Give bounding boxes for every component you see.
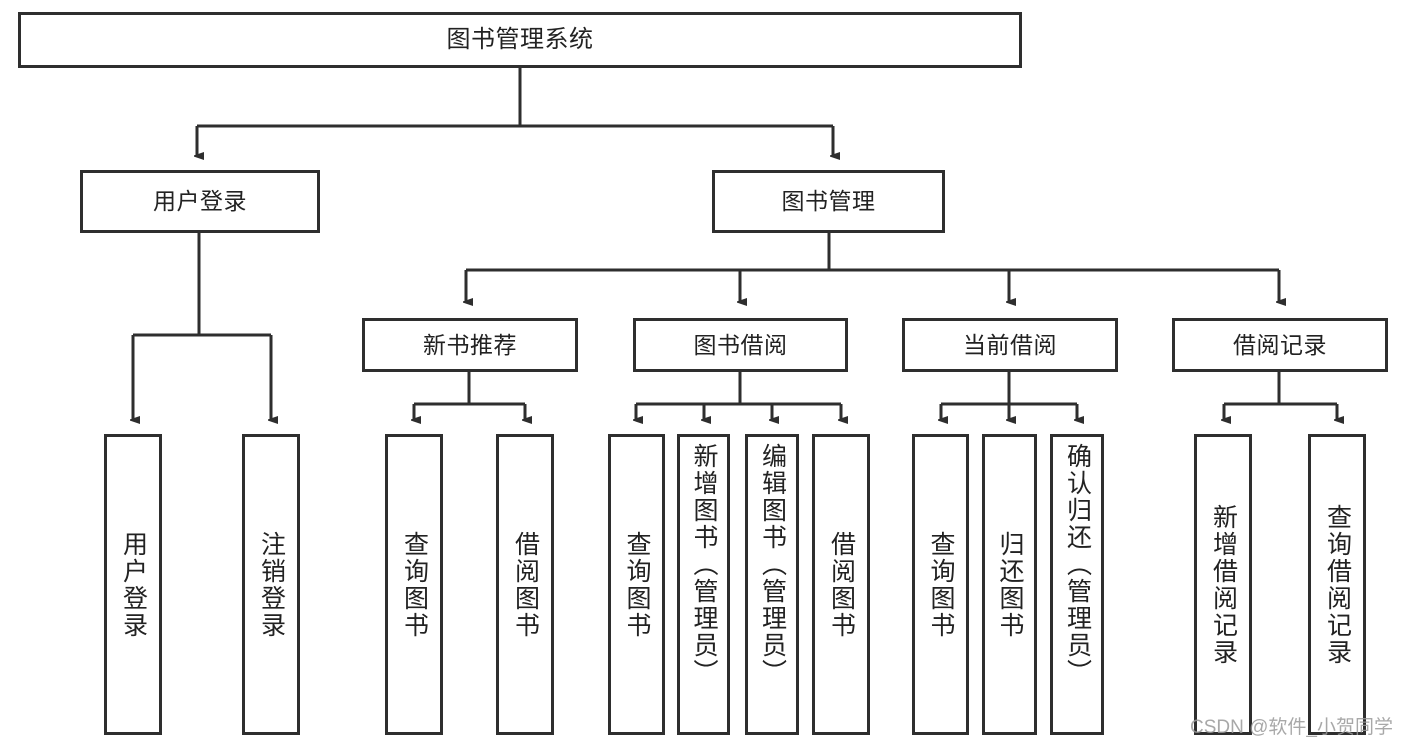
watermark: CSDN @软件_小贺同学 (1190, 712, 1393, 739)
leaf-borrow-edit-book-label: 编辑图书（管理员） (758, 443, 787, 686)
leaf-records-query-record[interactable]: 查询借阅记录 (1308, 434, 1366, 735)
node-book-management-label: 图书管理 (781, 188, 876, 215)
leaf-user-login-signin[interactable]: 用户登录 (104, 434, 162, 735)
leaf-borrow-add-book[interactable]: 新增图书（管理员） (677, 434, 730, 735)
leaf-records-add-record-label: 新增借阅记录 (1209, 503, 1238, 666)
watermark-text: CSDN @软件_小贺同学 (1190, 717, 1393, 738)
node-user-login-label: 用户登录 (153, 188, 247, 215)
leaf-records-query-record-label: 查询借阅记录 (1323, 503, 1352, 666)
node-new-book-recommend[interactable]: 新书推荐 (362, 318, 578, 372)
leaf-user-login-signout[interactable]: 注销登录 (242, 434, 300, 735)
node-borrow-records-label: 借阅记录 (1233, 331, 1327, 358)
node-book-borrow[interactable]: 图书借阅 (633, 318, 848, 372)
leaf-current-query-book[interactable]: 查询图书 (912, 434, 969, 735)
leaf-records-add-record[interactable]: 新增借阅记录 (1194, 434, 1252, 735)
leaf-current-return-book-label: 归还图书 (996, 530, 1024, 639)
node-root-label: 图书管理系统 (446, 26, 594, 54)
leaf-borrow-add-book-label: 新增图书（管理员） (690, 443, 718, 686)
leaf-new-books-query[interactable]: 查询图书 (385, 434, 443, 735)
leaf-new-books-borrow-label: 借阅图书 (511, 530, 540, 639)
leaf-new-books-borrow[interactable]: 借阅图书 (496, 434, 554, 735)
node-borrow-records[interactable]: 借阅记录 (1172, 318, 1388, 372)
leaf-borrow-query-book-label: 查询图书 (623, 530, 651, 639)
node-book-borrow-label: 图书借阅 (693, 331, 788, 358)
node-new-book-recommend-label: 新书推荐 (423, 331, 517, 358)
leaf-new-books-query-label: 查询图书 (400, 530, 429, 639)
leaf-user-login-signin-label: 用户登录 (119, 530, 148, 639)
node-user-login[interactable]: 用户登录 (80, 170, 320, 233)
node-root[interactable]: 图书管理系统 (18, 12, 1022, 68)
leaf-borrow-borrow-book-label: 借阅图书 (827, 530, 856, 639)
leaf-user-login-signout-label: 注销登录 (257, 530, 286, 639)
node-book-management[interactable]: 图书管理 (712, 170, 945, 233)
leaf-current-confirm-return-label: 确认归还（管理员） (1063, 443, 1092, 686)
leaf-borrow-borrow-book[interactable]: 借阅图书 (812, 434, 870, 735)
leaf-borrow-query-book[interactable]: 查询图书 (608, 434, 665, 735)
leaf-borrow-edit-book[interactable]: 编辑图书（管理员） (745, 434, 799, 735)
leaf-current-return-book[interactable]: 归还图书 (982, 434, 1037, 735)
leaf-current-confirm-return[interactable]: 确认归还（管理员） (1050, 434, 1104, 735)
leaf-current-query-book-label: 查询图书 (927, 530, 955, 639)
node-current-borrow[interactable]: 当前借阅 (902, 318, 1118, 372)
node-current-borrow-label: 当前借阅 (963, 331, 1057, 358)
